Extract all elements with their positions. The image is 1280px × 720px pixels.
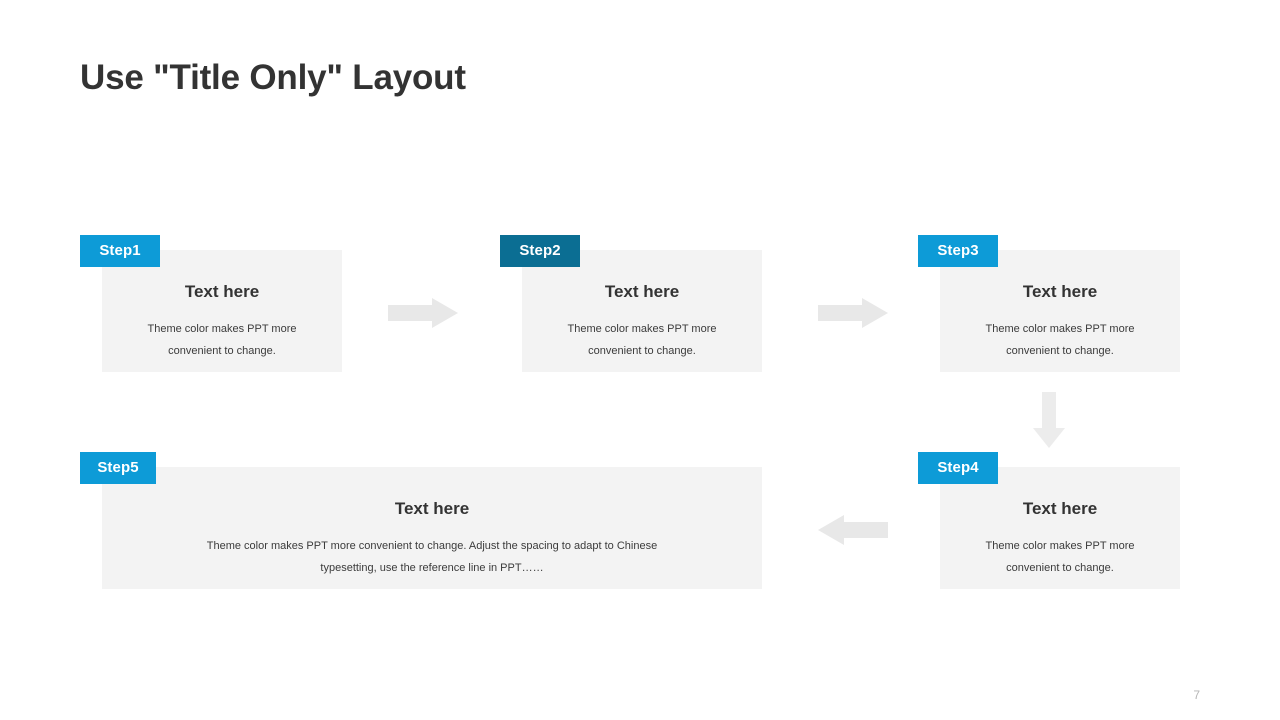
- step-5-card: Text here Theme color makes PPT more con…: [102, 467, 762, 589]
- step-4-card: Text here Theme color makes PPT more con…: [940, 467, 1180, 589]
- step-2-card: Text here Theme color makes PPT more con…: [522, 250, 762, 372]
- step-4[interactable]: Text here Theme color makes PPT more con…: [918, 452, 1180, 589]
- step-2-body: Theme color makes PPT more convenient to…: [567, 323, 717, 357]
- step-3[interactable]: Text here Theme color makes PPT more con…: [918, 235, 1180, 372]
- step-4-badge[interactable]: Step4: [918, 452, 998, 484]
- arrow-step1-to-step2: [388, 298, 458, 328]
- step-2-badge[interactable]: Step2: [500, 235, 580, 267]
- step-1-badge[interactable]: Step1: [80, 235, 160, 267]
- step-1-heading: Text here: [184, 282, 260, 301]
- step-1-card: Text here Theme color makes PPT more con…: [102, 250, 342, 372]
- arrow-step2-to-step3: [818, 298, 888, 328]
- arrow-step3-to-step4: [1033, 392, 1065, 448]
- step-4-body: Theme color makes PPT more convenient to…: [985, 540, 1135, 574]
- step-5-body: Theme color makes PPT more convenient to…: [206, 540, 658, 574]
- step-2-heading: Text here: [604, 282, 680, 301]
- step-5-heading: Text here: [394, 499, 470, 518]
- step-1[interactable]: Text here Theme color makes PPT more con…: [80, 235, 342, 372]
- step-2[interactable]: Text here Theme color makes PPT more con…: [500, 235, 762, 372]
- step-3-badge[interactable]: Step3: [918, 235, 998, 267]
- step-4-heading: Text here: [1022, 499, 1098, 518]
- page-number: 7: [1193, 688, 1200, 702]
- step-5-badge[interactable]: Step5: [80, 452, 156, 484]
- page-title: Use "Title Only" Layout: [80, 58, 466, 97]
- step-3-body: Theme color makes PPT more convenient to…: [985, 323, 1135, 357]
- step-5[interactable]: Text here Theme color makes PPT more con…: [80, 452, 762, 589]
- arrow-step4-to-step5: [818, 515, 888, 545]
- step-3-card: Text here Theme color makes PPT more con…: [940, 250, 1180, 372]
- step-3-heading: Text here: [1022, 282, 1098, 301]
- step-1-body: Theme color makes PPT more convenient to…: [147, 323, 297, 357]
